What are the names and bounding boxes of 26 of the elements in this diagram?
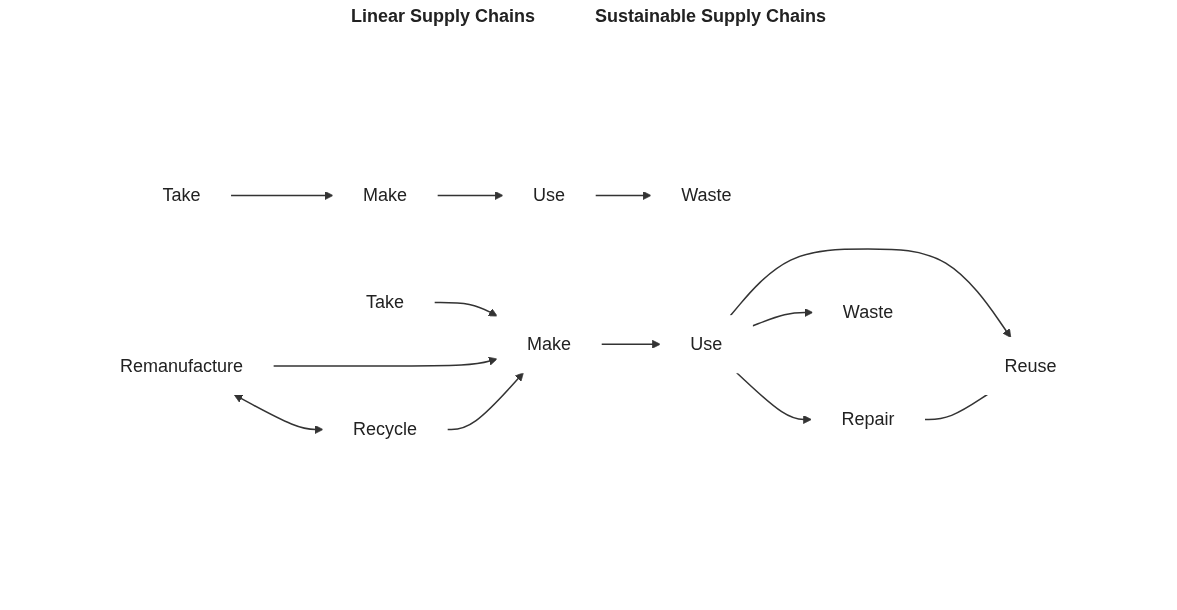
- node-text: Waste: [681, 184, 732, 205]
- node-text: Recycle: [353, 418, 418, 439]
- arrow: [736, 371, 813, 424]
- arrow: [594, 190, 652, 200]
- node-text: Waste: [843, 301, 894, 322]
- connector: [924, 393, 989, 420]
- node-text: Repair: [841, 408, 895, 429]
- arrow: [600, 339, 661, 349]
- node-text: Take: [366, 291, 405, 312]
- node-text: Take: [162, 184, 201, 205]
- node-text: Use: [690, 333, 723, 354]
- node-text: Make: [527, 333, 572, 354]
- arrow: [433, 301, 498, 316]
- node-text: Make: [363, 184, 408, 205]
- section-heading: Sustainable Supply Chains: [595, 6, 827, 27]
- arrow: [230, 190, 334, 200]
- arrow: [446, 371, 524, 430]
- section-heading: Linear Supply Chains: [350, 6, 535, 27]
- arrow: [234, 393, 324, 434]
- node-text: Use: [533, 184, 566, 205]
- node-text: Remanufacture: [120, 355, 244, 375]
- arrow: [729, 247, 1012, 338]
- arrow: [272, 356, 498, 367]
- arrow: [751, 307, 814, 327]
- node-text: Reuse: [1004, 355, 1057, 375]
- arrow: [436, 190, 504, 200]
